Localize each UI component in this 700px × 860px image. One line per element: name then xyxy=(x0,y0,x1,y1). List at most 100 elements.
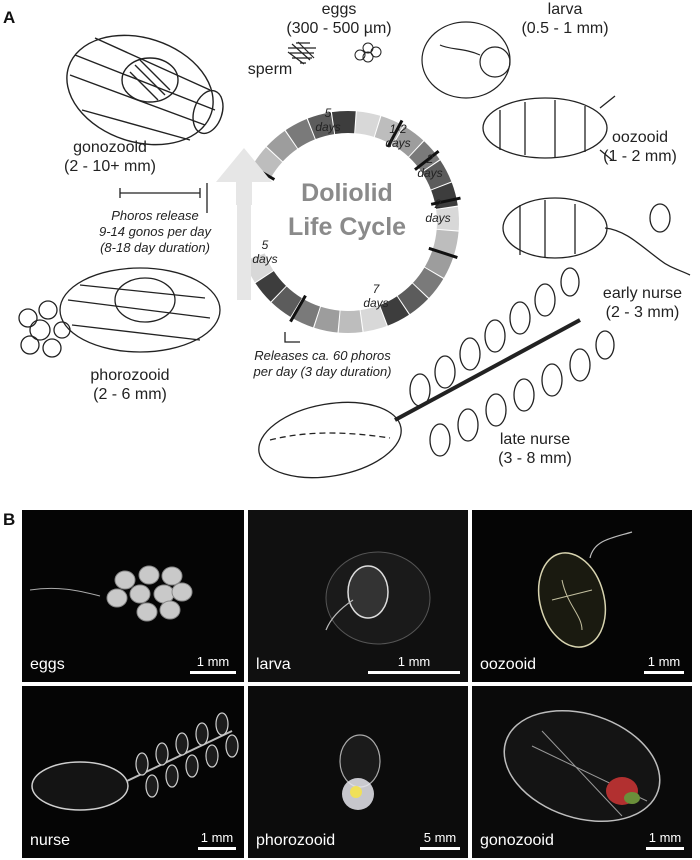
cycle-title-line1: Doliolid xyxy=(301,179,393,207)
ring-segment xyxy=(244,253,274,283)
scale-bar-label: 1 mm xyxy=(196,654,230,669)
note-phoros-release: Phoros release 9-14 gonos per day (8-18 … xyxy=(70,208,240,256)
ring-segment xyxy=(379,296,409,326)
scale-bar-label: 5 mm xyxy=(423,830,457,845)
ring-segment xyxy=(432,229,459,256)
stage-phorozooid: phorozooid (2 - 6 mm) xyxy=(60,366,200,404)
note-line: per day (3 day duration) xyxy=(253,364,392,379)
stage-size: (2 - 3 mm) xyxy=(605,304,680,321)
scale-bar: 5 mm xyxy=(420,830,460,850)
scale-bar: 1 mm xyxy=(646,830,684,850)
note-nurse-release: Releases ca. 60 phoros per day (3 day du… xyxy=(230,348,415,380)
ring-segment xyxy=(409,141,440,172)
ring-segment xyxy=(271,286,302,317)
stage-boundary-tick xyxy=(430,196,461,206)
stage-name: sperm xyxy=(247,61,293,78)
nurse-specimen xyxy=(31,712,239,811)
duration-unit: days xyxy=(425,211,451,225)
stage-boundary-tick xyxy=(386,119,404,148)
phorozooid-specimen xyxy=(339,734,381,810)
scale-bar: 1 mm xyxy=(198,830,236,850)
phoros-release-bracket xyxy=(119,188,201,198)
stage-sperm: sperm xyxy=(240,60,300,79)
duration-value: 5 xyxy=(324,106,332,120)
larva-drawing xyxy=(421,21,511,99)
stage-name: gonozooid xyxy=(73,139,147,156)
gonozooid-specimen xyxy=(503,709,661,823)
duration-unit: days xyxy=(363,296,389,310)
photo-phorozooid: phorozooid 5 mm xyxy=(248,686,468,858)
photo-label: phorozooid xyxy=(256,832,336,849)
life-cycle-diagram xyxy=(18,21,691,479)
duration-value: 2 xyxy=(426,152,434,166)
scale-bar-label: 1 mm xyxy=(648,830,682,845)
cycle-title-line2: Life Cycle xyxy=(287,213,407,241)
cycle-title: Doliolid Life Cycle xyxy=(262,176,432,244)
stage-name: larva xyxy=(547,1,583,18)
ring-segment xyxy=(397,283,429,315)
phorozooid-drawing xyxy=(18,267,221,358)
note-line: Phoros release xyxy=(111,208,199,223)
photo-label: gonozooid xyxy=(480,832,554,849)
stage-size: (3 - 8 mm) xyxy=(498,450,572,467)
scale-bar: 1 mm xyxy=(368,654,460,674)
duration-1: 5 days xyxy=(313,106,343,134)
oozooid-drawing xyxy=(482,95,616,161)
gonozooid-drawing xyxy=(66,34,224,146)
duration-value: 2 xyxy=(434,197,442,211)
life-cycle-ring xyxy=(244,110,461,333)
late-nurse-drawing xyxy=(258,267,615,479)
cycle-arrow xyxy=(216,148,272,205)
ring-segment xyxy=(422,160,452,190)
duration-5: 7 days xyxy=(358,282,394,310)
stage-name: late nurse xyxy=(499,431,571,448)
ring-segment xyxy=(285,118,315,149)
stage-oozooid: oozooid (1 - 2 mm) xyxy=(585,128,695,166)
note-line: (8-18 day duration) xyxy=(100,240,210,255)
duration-value: 5 xyxy=(261,238,269,252)
ring-segment xyxy=(255,271,286,302)
duration-2: 1-2 days xyxy=(378,122,418,150)
duration-3: 2 days xyxy=(412,152,448,180)
stage-larva: larva (0.5 - 1 mm) xyxy=(500,0,630,38)
duration-unit: days xyxy=(315,120,341,134)
stage-size: (1 - 2 mm) xyxy=(603,148,677,165)
ring-segment xyxy=(355,111,381,137)
ring-segment xyxy=(331,110,356,134)
ring-segment xyxy=(266,130,298,162)
photo-label: eggs xyxy=(30,656,65,673)
eggs-drawing xyxy=(354,42,382,63)
photo-label: oozooid xyxy=(480,656,537,673)
stage-boundary-tick xyxy=(289,294,307,323)
scale-bar: 1 mm xyxy=(190,654,236,674)
duration-unit: days xyxy=(417,166,443,180)
photo-larva: larva 1 mm xyxy=(248,510,468,682)
stage-gonozooid: gonozooid (2 - 10+ mm) xyxy=(40,138,180,176)
note-line: 9-14 gonos per day xyxy=(98,224,212,239)
note-line: Releases ca. 60 phoros xyxy=(254,348,391,363)
scale-bar: 1 mm xyxy=(644,654,684,674)
panel-b-letter: B xyxy=(3,510,16,529)
panel-a-letter: A xyxy=(3,8,16,27)
scale-bar-label: 1 mm xyxy=(647,654,681,669)
duration-unit: days xyxy=(252,252,278,266)
stage-size: (300 - 500 µm) xyxy=(286,20,392,37)
nurse-release-bracket xyxy=(284,332,300,343)
larva-specimen xyxy=(325,551,431,645)
duration-4: 2 days xyxy=(420,197,456,225)
stage-late-nurse: late nurse (3 - 8 mm) xyxy=(480,430,590,468)
early-nurse-drawing xyxy=(502,197,691,276)
ring-segment xyxy=(314,306,340,333)
photo-oozooid: oozooid 1 mm xyxy=(472,510,692,682)
stage-name: phorozooid xyxy=(90,367,170,384)
ring-segment xyxy=(412,267,444,298)
stage-size: (2 - 10+ mm) xyxy=(63,158,156,175)
photo-nurse: nurse 1 mm xyxy=(22,686,244,858)
stage-name: oozooid xyxy=(611,129,669,146)
stage-size: (2 - 6 mm) xyxy=(93,386,167,403)
duration-value: 7 xyxy=(372,282,380,296)
eggs-cluster xyxy=(29,565,193,622)
photo-label: nurse xyxy=(30,832,71,849)
duration-6: 5 days xyxy=(247,238,283,266)
stage-size: (0.5 - 1 mm) xyxy=(521,20,609,37)
